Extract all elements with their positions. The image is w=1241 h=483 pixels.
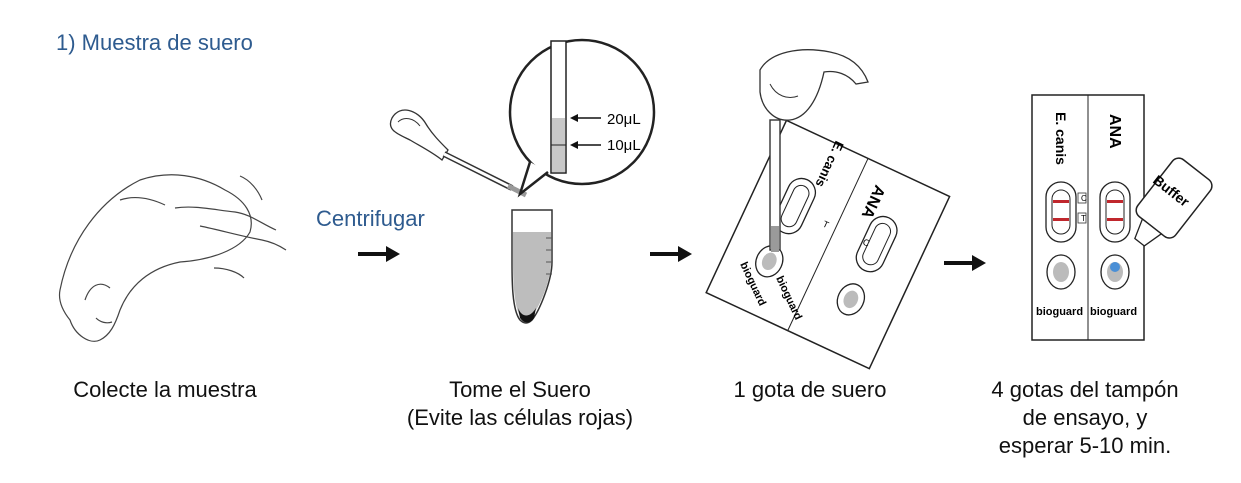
section-title: 1) Muestra de suero bbox=[56, 30, 253, 55]
arrow-1-icon bbox=[358, 246, 400, 262]
dog-sample-illustration bbox=[58, 174, 287, 342]
step-3-caption: 1 gota de suero bbox=[733, 377, 887, 402]
tilted-test-mark: T bbox=[821, 219, 831, 231]
test-window-left bbox=[1045, 181, 1077, 243]
tilted-control-mark: C bbox=[861, 237, 872, 249]
brand-label-right: bioguard bbox=[1090, 306, 1137, 318]
centrifuge-label: Centrifugar bbox=[316, 206, 425, 231]
test-label-2: ANA bbox=[1106, 114, 1123, 149]
volume-mark-10: 10μL bbox=[607, 137, 641, 154]
control-mark: C bbox=[1081, 194, 1087, 203]
test-mark: T bbox=[1081, 214, 1086, 223]
tilted-cassette bbox=[705, 119, 951, 370]
arrow-2-icon bbox=[650, 246, 692, 262]
sample-well-left bbox=[1046, 254, 1076, 290]
pipette-illustration bbox=[389, 109, 528, 198]
volume-magnifier bbox=[508, 38, 656, 198]
test-window-right bbox=[1099, 181, 1131, 243]
hand-dropper-illustration bbox=[759, 49, 869, 252]
buffer-bottle bbox=[1134, 157, 1213, 247]
step-4-caption: 4 gotas del tampón de ensayo, y esperar … bbox=[991, 377, 1179, 458]
sample-well-right bbox=[1100, 254, 1130, 290]
step-1-caption: Colecte la muestra bbox=[73, 377, 257, 402]
brand-label-left: bioguard bbox=[1036, 306, 1083, 318]
arrow-3-icon bbox=[944, 255, 986, 271]
result-cassette bbox=[1031, 94, 1145, 341]
centrifuge-tube bbox=[511, 209, 553, 324]
test-label-1: E. canis bbox=[1053, 112, 1069, 165]
step-2-caption: Tome el Suero (Evite las células rojas) bbox=[406, 377, 634, 430]
volume-mark-20: 20μL bbox=[607, 111, 641, 128]
